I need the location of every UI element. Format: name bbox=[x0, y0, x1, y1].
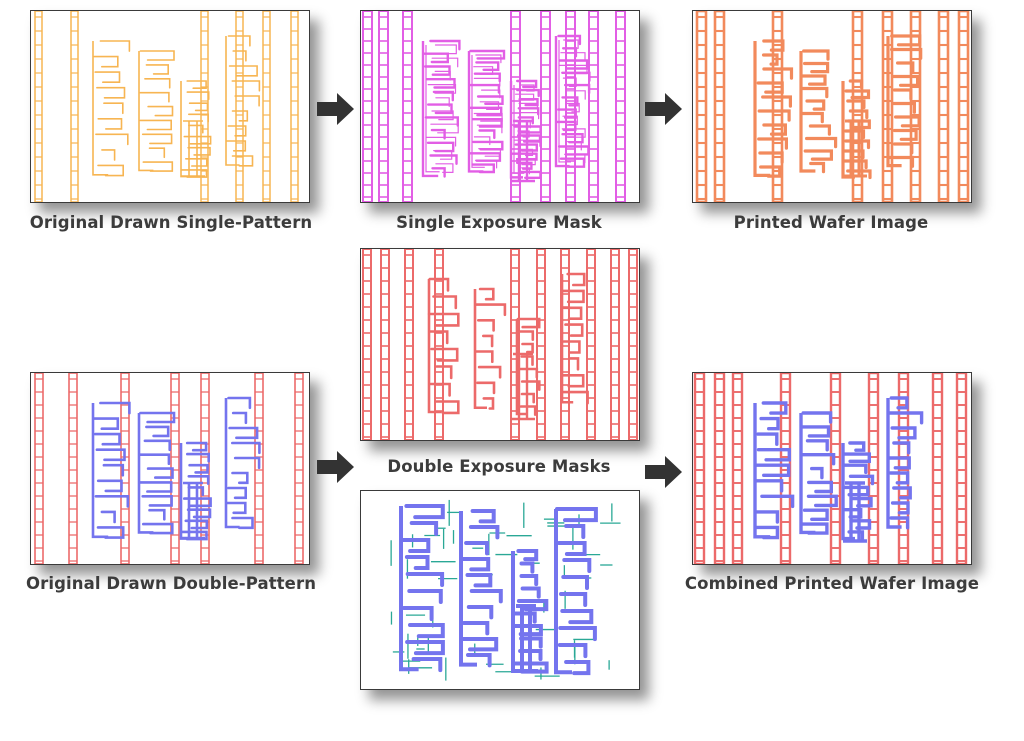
double-mask-blue-art bbox=[390, 499, 621, 681]
right-arrow-icon bbox=[645, 92, 683, 126]
right-arrow-icon bbox=[317, 450, 355, 484]
arrow-shape bbox=[317, 451, 354, 483]
right-arrow-icon bbox=[317, 92, 355, 126]
combined-wafer-panel bbox=[692, 372, 972, 565]
caption-single-mask: Single Exposure Mask bbox=[396, 213, 602, 232]
double-mask-red-panel bbox=[360, 248, 640, 441]
arrow-shape bbox=[645, 456, 682, 488]
single-exposure-mask-panel bbox=[360, 10, 640, 203]
printed-wafer-panel bbox=[692, 10, 972, 203]
single-exposure-mask-art bbox=[362, 11, 626, 202]
combined-wafer-art bbox=[693, 373, 968, 564]
caption-double-masks: Double Exposure Masks bbox=[387, 457, 611, 476]
caption-original-double: Original Drawn Double-Pattern bbox=[25, 574, 317, 593]
original-single-pattern-art bbox=[34, 11, 299, 202]
caption-original-single: Original Drawn Single-Pattern bbox=[29, 213, 313, 232]
right-arrow-icon bbox=[645, 455, 683, 489]
printed-wafer-art bbox=[695, 11, 970, 202]
double-mask-blue-panel bbox=[360, 490, 640, 690]
original-double-pattern-panel bbox=[30, 372, 310, 565]
double-mask-red-art bbox=[362, 249, 638, 440]
original-double-pattern-art bbox=[34, 373, 304, 564]
caption-combined-wafer: Combined Printed Wafer Image bbox=[684, 574, 980, 593]
arrow-shape bbox=[317, 93, 354, 125]
original-single-pattern-panel bbox=[30, 10, 310, 203]
arrow-shape bbox=[645, 93, 682, 125]
caption-printed-wafer: Printed Wafer Image bbox=[733, 213, 929, 232]
